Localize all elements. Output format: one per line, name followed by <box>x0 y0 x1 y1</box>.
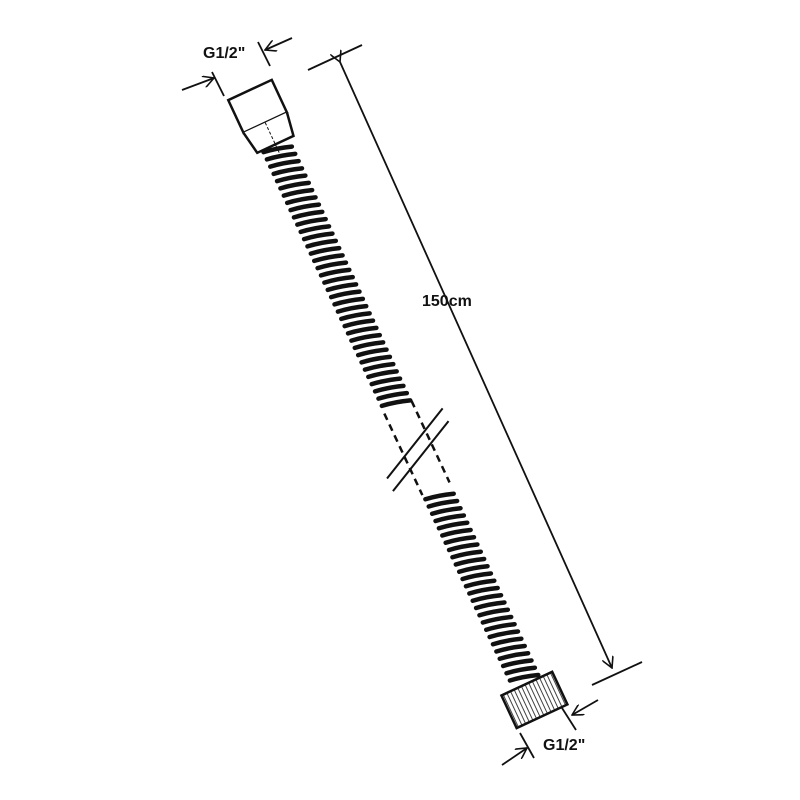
break-line-2 <box>392 420 450 492</box>
hose-coil <box>288 202 322 213</box>
length-label: 150cm <box>422 293 472 310</box>
hose-lower-segment <box>423 491 541 683</box>
hose-upper-segment <box>261 144 413 409</box>
hose-coil <box>278 180 312 191</box>
bottom-thread-label: G1/2" <box>543 737 585 754</box>
bottom-thread-dimension <box>501 699 599 766</box>
hose-coil <box>291 209 325 220</box>
length-dimension <box>307 44 643 686</box>
hose-coil <box>264 151 298 162</box>
hose-coil <box>281 187 315 198</box>
hose-coil <box>301 231 335 242</box>
hose-coil <box>261 144 295 155</box>
hose-coil <box>268 158 301 169</box>
break-dash-left <box>383 413 424 496</box>
bottom-nut <box>499 670 570 730</box>
hose-coil <box>507 672 541 683</box>
top-thread-label: G1/2" <box>203 45 245 62</box>
hose-coil <box>298 224 332 235</box>
top-nut-collar <box>242 112 295 155</box>
break-line-1 <box>386 407 444 480</box>
top-thread-dimension <box>181 37 293 97</box>
hose-coil <box>274 173 308 184</box>
hose-coil <box>284 195 318 206</box>
hose-coil <box>271 166 305 177</box>
hose-coil <box>295 216 328 227</box>
